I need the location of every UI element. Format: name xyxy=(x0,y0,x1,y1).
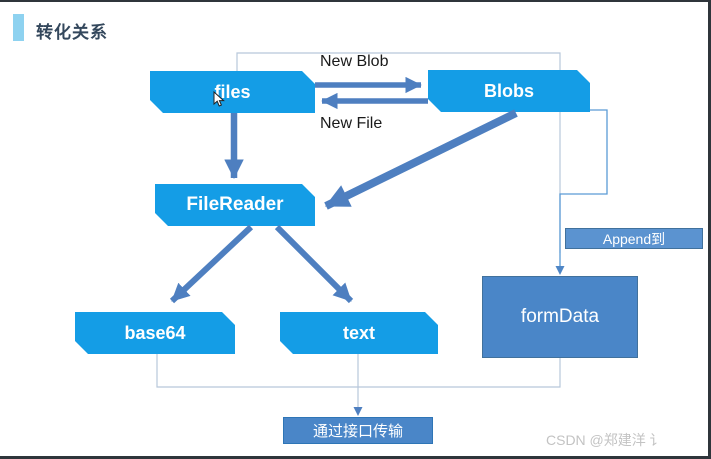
frame-right-border xyxy=(708,0,711,459)
page-title: 转化关系 xyxy=(36,23,108,42)
node-transport: 通过接口传输 xyxy=(283,417,433,444)
title-accent-bar xyxy=(13,14,24,41)
node-formdata: formData xyxy=(482,276,638,358)
watermark: CSDN @郑建洋 讠 xyxy=(546,430,706,452)
watermark-partial-char: 讠 xyxy=(649,432,664,448)
watermark-text: CSDN @郑建洋 xyxy=(546,432,650,448)
edge-label-new-file: New File xyxy=(320,115,383,132)
append-edge-label: Append到 xyxy=(565,228,703,249)
node-base64: base64 xyxy=(75,312,235,354)
node-filereader: FileReader xyxy=(155,184,315,226)
frame-bottom-border xyxy=(0,456,711,459)
arrowhead-into-transport xyxy=(353,407,363,416)
connector-outputs-to-transport xyxy=(156,354,561,388)
frame-top-border xyxy=(0,0,711,2)
edge-label-new-blob: New Blob xyxy=(320,53,389,70)
arrow-filereader-to-text xyxy=(274,224,354,304)
node-files: files xyxy=(150,71,315,113)
arrow-filereader-to-base64 xyxy=(169,224,254,304)
node-blobs: Blobs xyxy=(428,70,590,112)
node-text: text xyxy=(280,312,438,354)
arrowhead-into-formdata xyxy=(555,266,565,275)
